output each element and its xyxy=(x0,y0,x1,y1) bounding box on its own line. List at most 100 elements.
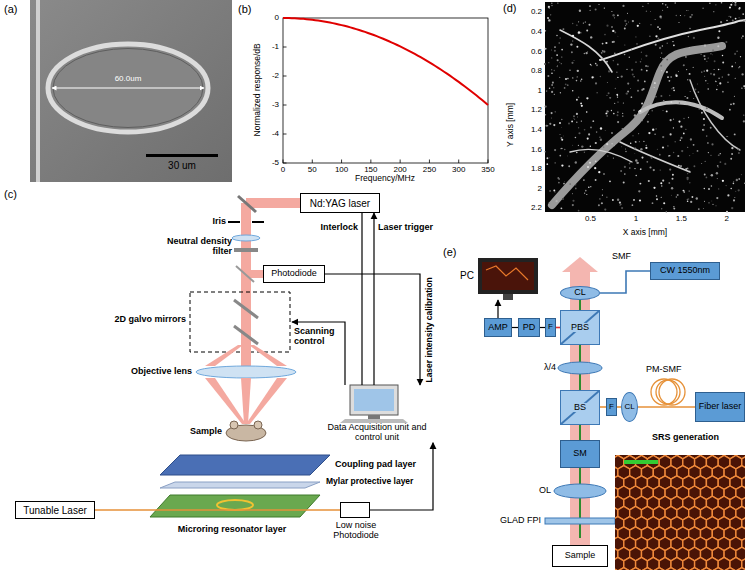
speckle xyxy=(718,188,719,189)
speckle xyxy=(685,129,686,130)
speckle xyxy=(576,99,578,101)
speckle xyxy=(641,157,643,159)
speckle xyxy=(671,88,673,90)
speckle xyxy=(614,87,616,89)
speckle xyxy=(625,148,627,150)
speckle xyxy=(552,82,554,84)
speckle xyxy=(554,70,555,71)
speckle xyxy=(605,112,607,114)
speckle xyxy=(590,10,591,11)
speckle xyxy=(632,73,634,75)
speckle xyxy=(738,152,740,154)
speckle xyxy=(669,168,671,170)
speckle xyxy=(731,147,733,149)
axis-title: X axis [mm] xyxy=(623,228,667,238)
speckle xyxy=(728,74,730,76)
speckle xyxy=(743,19,745,21)
beam-splitter-cube: PBS xyxy=(560,310,600,345)
speckle xyxy=(688,117,689,118)
speckle xyxy=(555,200,557,202)
speckle xyxy=(600,76,601,77)
speckle xyxy=(693,144,695,146)
speckle xyxy=(719,82,721,84)
speckle xyxy=(578,96,580,98)
speckle xyxy=(642,88,644,90)
speckle xyxy=(687,200,689,202)
speckle xyxy=(743,120,745,122)
speckle xyxy=(732,1,733,2)
speckle xyxy=(687,168,689,170)
speckle xyxy=(599,198,600,199)
speckle xyxy=(710,127,712,129)
speckle xyxy=(656,195,657,196)
speckle xyxy=(725,41,727,43)
speckle xyxy=(719,69,721,71)
tick-label: 1 xyxy=(538,86,542,95)
speckle xyxy=(666,110,668,112)
speckle xyxy=(576,46,578,48)
speckle xyxy=(635,141,637,143)
speckle xyxy=(673,87,675,89)
speckle xyxy=(637,90,639,92)
speckle xyxy=(666,43,667,44)
speckle xyxy=(710,73,712,75)
speckle xyxy=(598,171,600,173)
part-label: Mylar protective layer xyxy=(326,477,413,487)
speckle xyxy=(550,117,552,119)
speckle xyxy=(617,111,618,112)
tick-label: 250 xyxy=(423,165,436,174)
tick-label: 0.5 xyxy=(585,214,596,223)
speckle xyxy=(565,78,567,80)
speckle xyxy=(549,190,551,192)
speckle xyxy=(557,65,559,67)
speckle xyxy=(624,173,626,175)
speckle xyxy=(599,137,600,138)
speckle xyxy=(572,193,574,195)
speckle xyxy=(717,165,719,167)
speckle xyxy=(704,71,705,72)
speckle xyxy=(730,188,731,189)
speckle xyxy=(638,141,640,143)
speckle xyxy=(567,84,569,86)
tick-label: -1 xyxy=(272,42,279,51)
speckle xyxy=(678,22,679,23)
speckle xyxy=(734,96,735,97)
speckle xyxy=(661,185,662,186)
speckle xyxy=(567,78,569,80)
speckle xyxy=(577,76,578,77)
speckle xyxy=(650,103,652,105)
speckle xyxy=(685,56,687,58)
speckle xyxy=(549,8,550,9)
speckle xyxy=(731,153,733,155)
speckle xyxy=(562,28,564,30)
speckle xyxy=(572,200,574,202)
speckle xyxy=(735,190,737,192)
speckle xyxy=(678,121,680,123)
speckle xyxy=(548,19,550,21)
speckle xyxy=(559,62,560,63)
speckle xyxy=(718,78,720,80)
speckle xyxy=(668,182,670,184)
tick-mark xyxy=(312,160,313,164)
cube-diagonal xyxy=(561,311,599,344)
speckle xyxy=(578,31,580,33)
scan-mirror-box: SM xyxy=(560,440,600,468)
tick-label: 1.2 xyxy=(531,105,542,114)
speckle xyxy=(686,10,688,12)
speckle xyxy=(693,67,694,68)
speckle xyxy=(687,10,689,12)
speckle xyxy=(544,63,546,65)
fpi-setup xyxy=(478,257,749,575)
tick-mark xyxy=(283,47,287,48)
speckle xyxy=(575,137,577,139)
speckle xyxy=(660,170,661,171)
speckle xyxy=(607,111,608,112)
speckle xyxy=(557,59,559,61)
speckle xyxy=(617,199,619,201)
tick-label: 1 xyxy=(634,214,638,223)
beam-splitter-cube: BS xyxy=(560,390,600,425)
speckle xyxy=(656,198,658,200)
speckle xyxy=(645,65,647,67)
speckle xyxy=(617,63,619,65)
speckle xyxy=(663,202,665,204)
